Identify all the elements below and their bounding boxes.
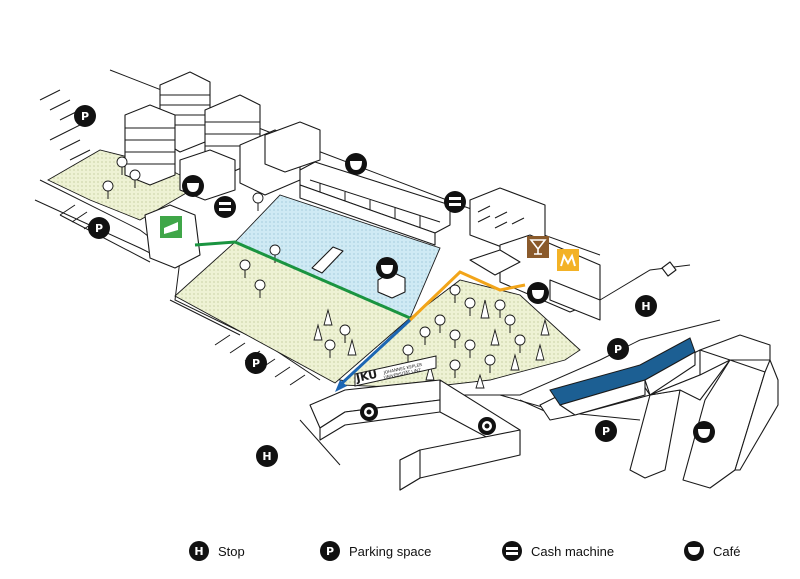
- svg-text:P: P: [95, 222, 103, 235]
- legend-item-cash: Cash machine: [502, 537, 614, 565]
- svg-text:P: P: [614, 343, 622, 356]
- trees: [102, 156, 550, 389]
- seal-marker: [360, 403, 378, 421]
- svg-text:H: H: [262, 450, 271, 463]
- cafe-marker: [345, 153, 367, 175]
- green-flag-marker: [160, 216, 182, 238]
- svg-text:H: H: [641, 300, 650, 313]
- cafe-marker: [527, 282, 549, 304]
- svg-text:P: P: [602, 425, 610, 438]
- legend-label-cafe: Café: [713, 543, 741, 559]
- cafe-icon: [684, 541, 704, 561]
- bar-marker: [527, 236, 549, 258]
- buildings-northeast: [469, 187, 601, 321]
- cafe-marker: [182, 175, 204, 197]
- pond-jetty: [311, 246, 344, 274]
- buildings-northwest: [124, 71, 321, 269]
- orange-path: [406, 270, 526, 324]
- svg-text:P: P: [81, 110, 89, 123]
- stop-marker: H: [256, 445, 278, 467]
- building-north-long: [299, 161, 451, 246]
- parking-marker: P: [595, 420, 617, 442]
- blue-path-arrow: [335, 380, 347, 392]
- cafe-marker: [376, 257, 398, 279]
- blue-path: [338, 318, 412, 387]
- stop-marker: H: [635, 295, 657, 317]
- cash-machine-icon: [502, 541, 522, 561]
- legend-item-cafe: Café: [684, 537, 740, 565]
- parking-marker: P: [245, 352, 267, 374]
- cash-machine-marker: [444, 191, 466, 213]
- legend-label-cash: Cash machine: [531, 543, 615, 559]
- cafe-marker: [693, 421, 715, 443]
- parking-marker: P: [607, 338, 629, 360]
- parking-marker: P: [74, 105, 96, 127]
- map-legend: H Stop P Parking space Cash machine Café: [0, 537, 800, 565]
- mensa-marker: [557, 249, 579, 271]
- parking-icon: P: [320, 541, 340, 561]
- legend-label-parking: Parking space: [349, 543, 432, 559]
- cash-machine-marker: [214, 196, 236, 218]
- buildings-south: [309, 379, 521, 491]
- legend-label-stop: Stop: [218, 543, 245, 559]
- jku-logo-text: JKU: [354, 368, 379, 385]
- seal-marker: [478, 417, 496, 435]
- legend-item-parking: P Parking space: [320, 537, 431, 565]
- svg-text:P: P: [252, 357, 260, 370]
- green-path: [194, 240, 411, 320]
- legend-item-stop: H Stop: [189, 537, 245, 565]
- stop-icon: H: [189, 541, 209, 561]
- parking-marker: P: [88, 217, 110, 239]
- signpost: [661, 261, 677, 277]
